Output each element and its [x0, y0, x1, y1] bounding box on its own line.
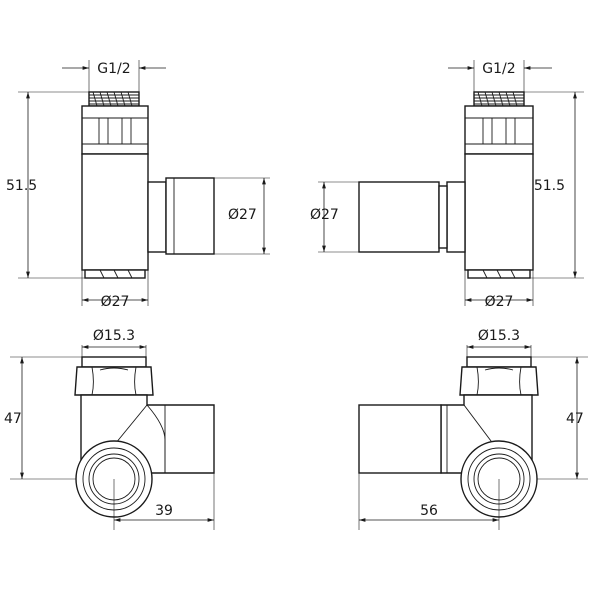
nut-top-right [464, 105, 534, 155]
body-top-left [81, 153, 149, 271]
label-length-bottom-right: 56 [420, 503, 438, 519]
dim-outlet-top-right: Ø27 [310, 181, 359, 253]
label-height-bottom-left: 47 [4, 411, 22, 427]
dim-length-bottom-left: 39 [113, 473, 215, 530]
nut-bottom-left [74, 356, 154, 396]
label-nut-bottom-right: Ø15.3 [478, 328, 520, 344]
dim-height-top-left: 51.5 [6, 91, 89, 279]
view-top-right: G1/2 51.5 Ø27 Ø27 [310, 60, 584, 310]
dim-height-top-right: 51.5 [524, 91, 584, 279]
label-height-bottom-right: 47 [566, 411, 584, 427]
label-height-top-right: 51.5 [534, 178, 565, 194]
label-outlet-top-left: Ø27 [228, 207, 257, 223]
dim-base-top-right: Ø27 [464, 270, 534, 310]
dim-outlet-top-left: Ø27 [214, 177, 270, 255]
body-top-right [464, 153, 534, 271]
label-base-top-right: Ø27 [485, 294, 514, 310]
base-top-right [467, 269, 531, 279]
view-top-left: G1/2 51.5 Ø27 Ø27 [6, 60, 270, 310]
dim-thread-top-left: G1/2 [62, 60, 166, 92]
thread-top-left [88, 91, 140, 107]
outlet-top-left [147, 177, 215, 255]
label-thread-top-right: G1/2 [482, 61, 515, 77]
label-outlet-top-right: Ø27 [310, 207, 339, 223]
label-base-top-left: Ø27 [101, 294, 130, 310]
dim-thread-top-right: G1/2 [448, 60, 552, 92]
view-bottom-left: Ø15.3 47 39 [4, 328, 215, 530]
dim-nut-bottom-right: Ø15.3 [466, 328, 532, 357]
dim-length-bottom-right: 56 [358, 473, 500, 530]
dim-height-bottom-right: 47 [531, 356, 588, 480]
nut-top-left [81, 105, 149, 155]
base-top-left [84, 269, 146, 279]
outlet-top-right [358, 181, 466, 253]
label-length-bottom-left: 39 [155, 503, 173, 519]
label-height-top-left: 51.5 [6, 178, 37, 194]
label-nut-bottom-left: Ø15.3 [93, 328, 135, 344]
dim-height-bottom-left: 47 [4, 356, 82, 480]
label-thread-top-left: G1/2 [97, 61, 130, 77]
view-bottom-right: Ø15.3 47 56 [358, 328, 588, 530]
nut-bottom-right [459, 356, 539, 396]
dim-base-top-left: Ø27 [81, 270, 149, 310]
thread-top-right [473, 91, 525, 107]
dim-nut-bottom-left: Ø15.3 [81, 328, 147, 357]
